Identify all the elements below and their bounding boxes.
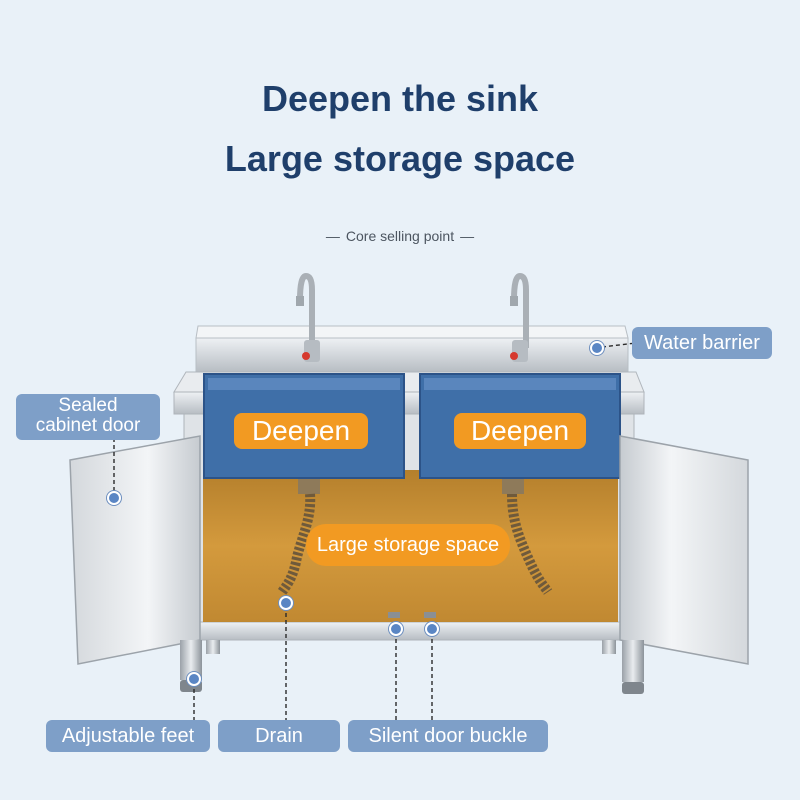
buckle-dot-left — [389, 622, 403, 636]
leg-front-right — [622, 640, 644, 694]
cabinet-door-right — [619, 435, 749, 665]
subtitle: — Core selling point — — [0, 228, 800, 244]
water-barrier — [195, 325, 629, 373]
label-water-barrier: Water barrier — [632, 327, 772, 359]
cabinet-door-left — [69, 435, 201, 665]
label-sealed-line-2: cabinet door — [35, 415, 141, 436]
drain-dot — [279, 596, 293, 610]
sealed-door-dot — [107, 491, 121, 505]
faucet-right — [510, 272, 529, 362]
adjustable-feet-dot — [187, 672, 201, 686]
label-drain: Drain — [218, 720, 340, 752]
drain-hose-left — [277, 476, 320, 595]
headline-line-1: Deepen the sink — [261, 78, 539, 119]
headline-line-2: Large storage space — [224, 138, 576, 179]
leg-back-left — [206, 640, 220, 654]
label-large-storage-space: Large storage space — [306, 524, 510, 566]
water-barrier-dot — [590, 341, 604, 355]
dash-left-icon: — — [325, 228, 340, 244]
buckle-dot-right — [425, 622, 439, 636]
faucet-left — [296, 272, 320, 362]
label-adjustable-feet: Adjustable feet — [46, 720, 210, 752]
label-deepen-right: Deepen — [454, 413, 586, 449]
leader-lines — [113, 342, 637, 720]
label-sealed-line-1: Sealed — [58, 395, 118, 416]
drain-hose-right — [502, 476, 553, 595]
dash-right-icon: — — [460, 228, 475, 244]
subtitle-text: Core selling point — [345, 228, 455, 244]
door-buckles — [388, 612, 436, 618]
label-sealed-cabinet-door: Sealed cabinet door — [16, 394, 160, 440]
label-deepen-left: Deepen — [234, 413, 368, 449]
label-silent-door-buckle: Silent door buckle — [348, 720, 548, 752]
leg-back-right — [602, 640, 616, 654]
